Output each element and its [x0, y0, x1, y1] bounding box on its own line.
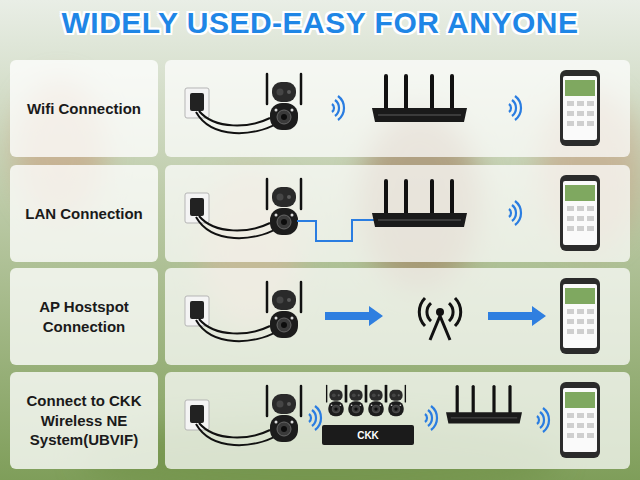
use-shape [267, 282, 301, 338]
label-box: AP Hostspot Connection [10, 268, 158, 365]
path-shape [196, 424, 276, 445]
use-shape [425, 406, 437, 430]
use-shape [347, 385, 366, 416]
path-shape [196, 217, 276, 238]
path-shape [199, 216, 270, 230]
path-shape [430, 316, 450, 340]
use-shape [509, 96, 521, 120]
use-shape [488, 306, 546, 326]
nvr-box [322, 425, 414, 445]
use-shape [267, 386, 301, 442]
rect-shape [165, 268, 630, 365]
use-shape [446, 387, 522, 424]
path-shape [199, 111, 270, 125]
path-shape [427, 303, 431, 321]
use-shape [387, 385, 406, 416]
use-shape [309, 406, 321, 430]
use-shape [367, 385, 386, 416]
use-shape [267, 179, 301, 235]
rect-shape [165, 372, 630, 469]
path-shape [199, 319, 270, 333]
label-box: LAN Connection [10, 165, 158, 262]
use-shape [560, 175, 600, 251]
path-shape [196, 112, 276, 133]
brand-logo: CKK [322, 425, 414, 445]
use-shape [332, 96, 344, 120]
use-shape [560, 278, 600, 354]
label-text: Connect to CKK Wireless NE System(UBVIF) [18, 391, 150, 450]
use-shape [267, 74, 301, 130]
use-shape [537, 408, 549, 432]
ap-row-art [185, 278, 600, 354]
lan-cable [297, 220, 374, 241]
wifi-row-art [185, 70, 600, 146]
circle-shape [436, 308, 444, 316]
use-shape [560, 382, 600, 458]
lan-row-art [185, 175, 600, 251]
rect-shape [165, 165, 630, 262]
use-shape [372, 181, 467, 227]
hotspot-tower [419, 298, 460, 340]
use-shape [325, 306, 383, 326]
label-text: Wifi Connection [27, 99, 141, 119]
path-shape [199, 423, 270, 437]
rect-shape [165, 60, 630, 157]
use-shape [560, 70, 600, 146]
nvr-row-art [185, 382, 600, 458]
label-box: Wifi Connection [10, 60, 158, 157]
label-text: LAN Connection [25, 204, 143, 224]
row-panels [165, 60, 630, 469]
use-shape [327, 385, 346, 416]
path-shape [419, 298, 425, 326]
use-shape [509, 201, 521, 225]
label-box: Connect to CKK Wireless NE System(UBVIF) [10, 372, 158, 469]
label-text: AP Hostspot Connection [18, 297, 150, 336]
path-shape [449, 303, 453, 321]
path-shape [196, 320, 276, 341]
title-text: WIDELY USED-EASY FOR ANYONE [0, 6, 640, 40]
use-shape [372, 76, 467, 122]
path-shape [455, 298, 461, 326]
